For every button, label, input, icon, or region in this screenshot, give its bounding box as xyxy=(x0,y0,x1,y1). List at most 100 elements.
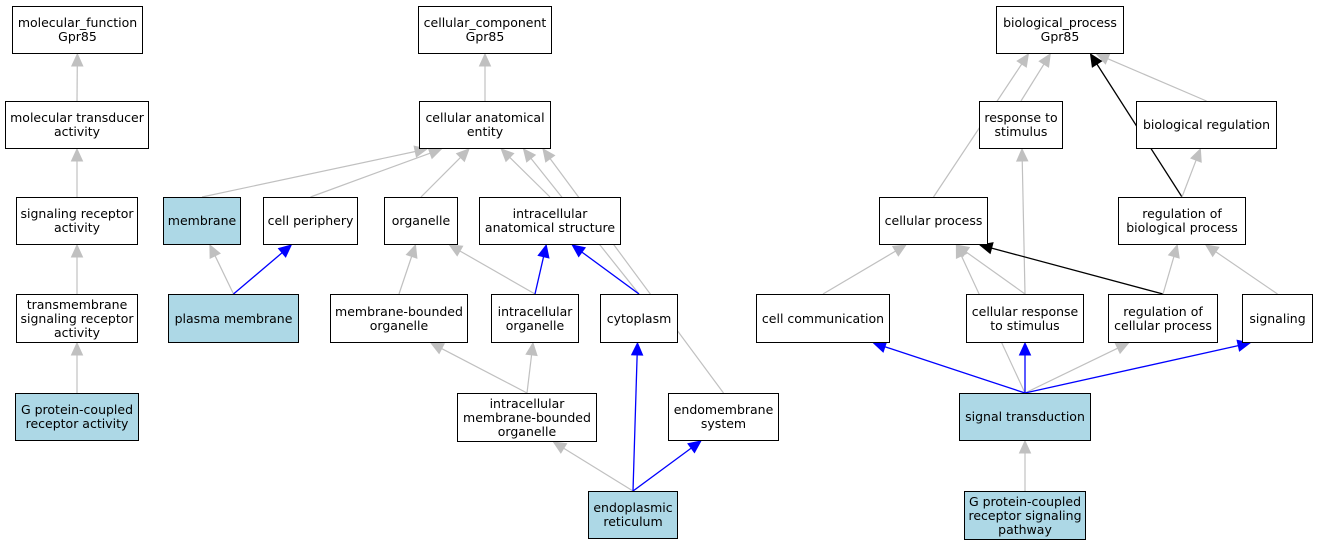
edge-arrowhead xyxy=(1016,53,1030,68)
edge-line xyxy=(201,150,416,198)
edge-arrowhead xyxy=(448,244,464,257)
node-regulation-of-biological-process[interactable]: regulation of biological process xyxy=(1118,197,1246,245)
node-molecular-transducer-activity[interactable]: molecular transducer activity xyxy=(5,101,149,149)
edge-arrowhead xyxy=(500,148,515,163)
edge-arrowhead xyxy=(630,341,644,356)
edge-arrowhead xyxy=(542,148,556,163)
node-biological-process[interactable]: biological_process Gpr85 xyxy=(996,6,1124,54)
edge-gpcrsp-to-st xyxy=(1018,439,1032,491)
node-cellular-anatomical-entity[interactable]: cellular anatomical entity xyxy=(419,101,551,149)
edge-mta-to-mf xyxy=(70,52,84,102)
edge-line xyxy=(884,346,1026,394)
edge-mem-to-cae xyxy=(201,145,429,198)
edge-arrowhead xyxy=(1167,243,1180,259)
node-organelle[interactable]: organelle xyxy=(384,197,458,245)
edge-line xyxy=(581,251,640,295)
edge-arrowhead xyxy=(455,148,470,163)
node-response-to-stimulus[interactable]: response to stimulus xyxy=(979,101,1063,149)
node-molecular-function[interactable]: molecular_function Gpr85 xyxy=(12,6,143,54)
node-cellular-response-to-stimulus[interactable]: cellular response to stimulus xyxy=(966,294,1084,343)
edge-cae-to-cc xyxy=(478,52,492,101)
edge-st-to-ccom xyxy=(872,340,1026,394)
edge-line xyxy=(965,251,1026,295)
node-transmembrane-signaling-receptor-activity[interactable]: transmembrane signaling receptor activit… xyxy=(16,294,138,343)
edge-line xyxy=(1162,256,1175,295)
edge-gpcra-to-tsra xyxy=(70,341,84,393)
edge-arrowhead xyxy=(277,244,293,258)
edge-arrowhead xyxy=(1015,147,1029,162)
edge-imbo-to-mbo xyxy=(429,342,528,394)
edge-arrowhead xyxy=(1204,244,1220,258)
node-signaling-receptor-activity[interactable]: signaling receptor activity xyxy=(16,197,138,245)
edge-ias-to-cae xyxy=(500,148,551,198)
edge-line xyxy=(233,252,283,295)
edge-line xyxy=(822,250,896,295)
edge-st-to-sig xyxy=(1024,339,1252,394)
edge-arrowhead xyxy=(571,244,587,258)
edge-org-to-cae xyxy=(420,148,470,198)
edge-arrowhead xyxy=(1018,439,1032,454)
edge-arrowhead xyxy=(552,441,568,454)
edge-er-to-imbo xyxy=(552,441,634,492)
edge-arrowhead xyxy=(687,440,702,454)
edge-arrowhead xyxy=(70,147,84,162)
node-signaling[interactable]: signaling xyxy=(1242,294,1313,343)
node-plasma-membrane[interactable]: plasma membrane xyxy=(168,294,299,343)
node-cellular-component[interactable]: cellular_component Gpr85 xyxy=(418,6,552,54)
node-cell-periphery[interactable]: cell periphery xyxy=(263,197,358,245)
edge-line xyxy=(526,354,533,394)
edge-sig-to-rbp xyxy=(1204,244,1278,295)
edge-cellp-to-bp xyxy=(933,53,1030,198)
node-g-protein-coupled-receptor-signaling-pathway[interactable]: G protein-coupled receptor signaling pat… xyxy=(964,491,1086,540)
node-g-protein-coupled-receptor-activity[interactable]: G protein-coupled receptor activity xyxy=(15,393,139,441)
edge-pm-to-mem xyxy=(209,243,235,295)
edge-line xyxy=(1215,251,1278,295)
node-biological-regulation[interactable]: biological regulation xyxy=(1136,101,1277,149)
edge-rbp-to-br xyxy=(1181,147,1202,198)
node-intracellular-anatomical-structure[interactable]: intracellular anatomical structure xyxy=(479,197,621,245)
edge-arrowhead xyxy=(1018,341,1032,356)
edge-ccom-to-cellp xyxy=(822,244,907,295)
edge-crs-to-rts xyxy=(1015,147,1029,295)
edge-line xyxy=(632,447,692,492)
edge-arrowhead xyxy=(955,243,968,259)
node-intracellular-membrane-bounded-organelle[interactable]: intracellular membrane-bounded organelle xyxy=(457,393,597,442)
edge-line xyxy=(1024,347,1118,394)
edge-arrowhead xyxy=(478,52,492,67)
edge-br-to-bp xyxy=(1095,53,1207,102)
node-signal-transduction[interactable]: signal transduction xyxy=(959,393,1091,441)
node-membrane[interactable]: membrane xyxy=(163,197,241,245)
node-cell-communication[interactable]: cell communication xyxy=(756,294,890,343)
node-endomembrane-system[interactable]: endomembrane system xyxy=(668,393,779,441)
edge-arrowhead xyxy=(70,243,84,258)
edge-arrowhead xyxy=(209,243,221,259)
edge-rcp-to-cellp xyxy=(978,242,1164,295)
edge-io-to-ias xyxy=(534,243,550,295)
edge-arrowhead xyxy=(1038,52,1051,68)
node-intracellular-organelle[interactable]: intracellular organelle xyxy=(491,294,579,343)
node-cellular-process[interactable]: cellular process xyxy=(879,197,988,245)
edge-arrowhead xyxy=(1089,52,1103,68)
edge-st-to-crs xyxy=(1018,341,1032,393)
edge-line xyxy=(933,63,1023,198)
node-membrane-bounded-organelle[interactable]: membrane-bounded organelle xyxy=(330,294,468,343)
edge-sra-to-mta xyxy=(70,147,84,197)
edge-arrowhead xyxy=(405,243,418,259)
edge-line xyxy=(459,250,536,295)
edge-line xyxy=(1181,159,1197,198)
node-endoplasmic-reticulum[interactable]: endoplasmic reticulum xyxy=(588,491,678,539)
node-regulation-of-cellular-process[interactable]: regulation of cellular process xyxy=(1108,294,1218,343)
node-cytoplasm[interactable]: cytoplasm xyxy=(600,294,678,343)
edge-line xyxy=(509,156,551,198)
edge-pm-to-cp xyxy=(233,244,293,295)
edge-er-to-cyto xyxy=(630,341,644,492)
edge-line xyxy=(441,348,528,394)
edge-arrowhead xyxy=(891,244,907,257)
edge-arrowhead xyxy=(429,342,445,355)
edge-cyto-to-ias xyxy=(571,244,640,295)
edge-arrowhead xyxy=(1114,342,1130,355)
edge-arrowhead xyxy=(522,148,537,163)
edge-arrowhead xyxy=(70,52,84,67)
